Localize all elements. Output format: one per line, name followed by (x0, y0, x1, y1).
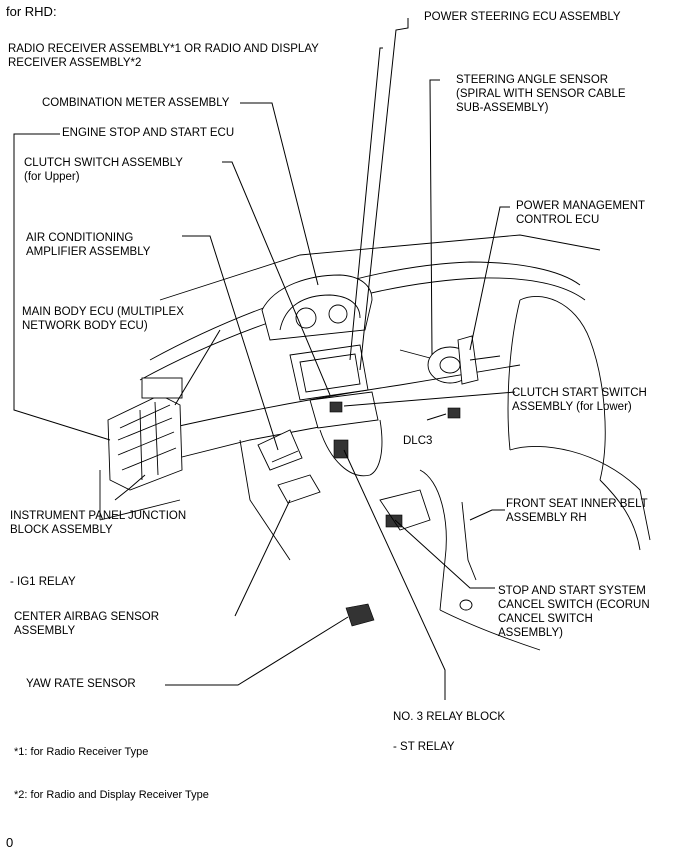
label-yaw-rate-sensor: YAW RATE SENSOR (26, 678, 136, 690)
label-no3-relay-block: NO. 3 RELAY BLOCK (393, 711, 506, 723)
ac-amplifier (257, 429, 303, 471)
seat-belt-buckle (461, 501, 477, 581)
label-combination-meter: COMBINATION METER ASSEMBLY (42, 97, 230, 109)
steering-wheel-area (399, 335, 501, 385)
label-ac-amplifier: AIR CONDITIONING AMPLIFIER ASSEMBLY (26, 232, 151, 258)
dashboard-outline (99, 234, 601, 561)
page-title: for RHD: (6, 4, 57, 19)
relay-block (333, 439, 349, 459)
label-main-body-ecu: MAIN BODY ECU (MULTIPLEX NETWORK BODY EC… (22, 306, 184, 332)
label-clutch-start-switch: CLUTCH START SWITCH ASSEMBLY (for Lower) (512, 387, 647, 413)
clutch-start-switch (329, 401, 343, 413)
leader-lines (13, 18, 516, 700)
label-center-airbag-sensor: CENTER AIRBAG SENSOR ASSEMBLY (14, 611, 160, 637)
main-body-ecu-block (107, 377, 183, 491)
label-steering-angle-sensor: STEERING ANGLE SENSOR (SPIRAL WITH SENSO… (456, 74, 626, 114)
center-airbag-sensor (277, 474, 321, 504)
dlc3-connector (447, 407, 461, 419)
label-instrument-panel-junction-block: INSTRUMENT PANEL JUNCTION BLOCK ASSEMBLY (10, 510, 187, 536)
page-number: 0 (6, 835, 14, 850)
center-stack (289, 344, 383, 477)
label-power-management-ecu: POWER MANAGEMENT CONTROL ECU (516, 200, 646, 226)
meter-hood (261, 274, 373, 341)
label-engine-stop-start-ecu: ENGINE STOP AND START ECU (62, 127, 235, 139)
footnote-1: *1: for Radio Receiver Type (14, 746, 149, 758)
label-st-relay: - ST RELAY (393, 741, 455, 753)
footnote-2: *2: for Radio and Display Receiver Type (14, 789, 209, 801)
label-ig1-relay: - IG1 RELAY (10, 576, 76, 588)
label-clutch-switch-upper: CLUTCH SWITCH ASSEMBLY (for Upper) (24, 157, 183, 183)
label-stop-start-cancel-switch: STOP AND START SYSTEM CANCEL SWITCH (ECO… (498, 585, 650, 639)
label-radio-receiver: RADIO RECEIVER ASSEMBLY*1 OR RADIO AND D… (8, 43, 319, 69)
label-front-seat-inner-belt: FRONT SEAT INNER BELT ASSEMBLY RH (506, 498, 648, 524)
label-dlc3: DLC3 (403, 435, 433, 447)
seat-outline (419, 296, 651, 651)
yaw-rate-sensor (345, 603, 375, 627)
label-power-steering-ecu: POWER STEERING ECU ASSEMBLY (424, 11, 621, 23)
